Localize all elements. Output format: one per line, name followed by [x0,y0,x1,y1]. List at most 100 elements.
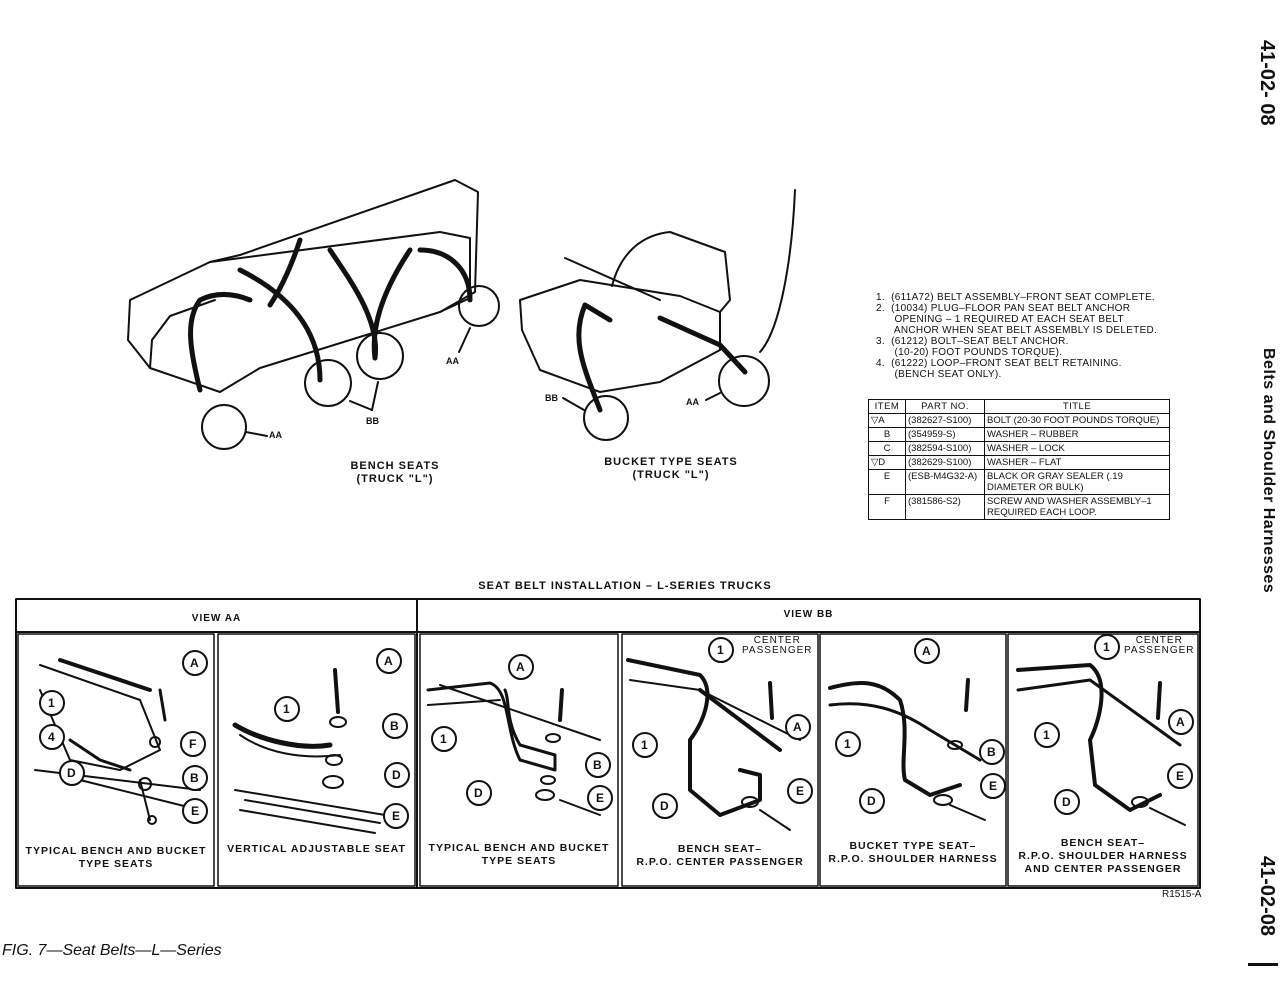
callout-a: A [190,656,199,670]
title-cell: BLACK OR GRAY SEALER (.19 DIAMETER OR BU… [984,469,1170,495]
parts-notes: 1. (611A72) BELT ASSEMBLY–FRONT SEAT COM… [876,292,1157,380]
header-part-no: PART NO. [905,399,985,414]
bucket-caption-line2: (TRUCK "L") [632,469,710,481]
figure-ref: R1515-A [1162,889,1202,900]
callout-bubbles [39,634,1194,829]
table-row: B (354959-S) WASHER – RUBBER [868,427,1170,442]
part-cell: (381586-S2) [905,494,985,520]
callout-d: D [660,799,669,813]
bench-seats-caption: BENCH SEATS (TRUCK "L") [340,460,450,486]
part-cell: (ESB-M4G32-A) [905,469,985,495]
bucket-seat-drawing [519,189,796,441]
callout-e: E [1176,769,1185,783]
callout-1: 1 [1103,640,1110,654]
callout-a: A [922,644,931,658]
section-title: Belts and Shoulder Harnesses [1260,348,1277,594]
part-cell: (382629-S100) [905,455,985,470]
installation-frame [15,598,1201,889]
table-row: C (382594-S100) WASHER – LOCK [868,441,1170,456]
callout-b: B [190,771,199,785]
callout-1: 1 [440,732,447,746]
view-aa-label: VIEW AA [191,613,242,624]
callout-e: E [392,809,401,823]
panel-1-drawing [34,658,201,825]
panel-3-drawing [426,681,601,816]
panel-caption-2: VERTICAL ADJUSTABLE SEAT [227,843,406,855]
callout-a: A [516,660,525,674]
note-line: (BENCH SEAT ONLY). [876,369,1002,380]
bench-seat-drawing [127,179,479,393]
note-line: (10-20) FOOT POUNDS TORQUE). [876,347,1063,358]
callout-a: A [1176,715,1185,729]
callout-1: 1 [48,696,55,710]
callout-f: F [189,737,197,751]
note-line: ANCHOR WHEN SEAT BELT ASSEMBLY IS DELETE… [876,325,1158,336]
bucket-bb-label: BB [545,393,558,403]
item-cell: B [868,427,906,442]
part-cell: (354959-S) [905,427,985,442]
title-cell: SCREW AND WASHER ASSEMBLY–1 REQUIRED EAC… [984,494,1170,520]
item-cell: ▽D [868,455,906,470]
installation-title: SEAT BELT INSTALLATION – L-SERIES TRUCKS [478,580,772,592]
note-line: 2. (10034) PLUG–FLOOR PAN SEAT BELT ANCH… [876,303,1131,314]
center-passenger-label: CENTER PASSENGER [742,635,813,656]
callout-d: D [474,786,483,800]
panel-caption-4: BENCH SEAT– R.P.O. CENTER PASSENGER [636,843,804,868]
table-row: ▽D (382629-S100) WASHER – FLAT [868,455,1170,470]
bucket-caption-line1: BUCKET TYPE SEATS [604,456,738,468]
callout-a: A [793,720,802,734]
table-row: F (381586-S2) SCREW AND WASHER ASSEMBLY–… [868,494,1170,520]
callout-1: 1 [1043,728,1050,742]
callout-1: 1 [283,702,290,716]
figure-caption: FIG. 7—Seat Belts—L—Series [2,942,222,959]
item-cell: E [868,469,906,495]
panel-caption-1: TYPICAL BENCH AND BUCKET TYPE SEATS [25,845,207,870]
view-bb-label: VIEW BB [783,609,834,620]
bench-callout-circles [201,285,500,450]
page-number-bottom: 41-02-08 [1256,856,1278,937]
bench-caption-line1: BENCH SEATS [350,460,440,472]
panel-caption-3: TYPICAL BENCH AND BUCKET TYPE SEATS [428,842,610,867]
title-cell: WASHER – RUBBER [984,427,1170,442]
callout-e: E [796,784,805,798]
title-cell: WASHER – FLAT [984,455,1170,470]
page-number-top: 41-02- 08 [1256,40,1278,126]
note-line: 1. (611A72) BELT ASSEMBLY–FRONT SEAT COM… [876,292,1156,303]
callout-4: 4 [48,730,55,744]
part-cell: (382627-S100) [905,413,985,428]
header-item: ITEM [868,399,906,414]
callout-1: 1 [717,643,724,657]
bench-aa-label-right: AA [446,356,459,366]
bench-caption-line2: (TRUCK "L") [356,473,434,485]
item-cell: F [868,494,906,520]
panel-6-drawing [1016,663,1186,826]
callout-d: D [1062,795,1071,809]
table-row: ▽A (382627-S100) BOLT (20-30 FOOT POUNDS… [868,413,1170,428]
item-cell: ▽A [868,413,906,428]
bottom-rule [1248,963,1278,966]
callout-d: D [67,766,76,780]
panel-caption-5: BUCKET TYPE SEAT– R.P.O. SHOULDER HARNES… [828,840,998,865]
header-title: TITLE [984,399,1170,414]
title-cell: BOLT (20-30 FOOT POUNDS TORQUE) [984,413,1170,428]
table-row: E (ESB-M4G32-A) BLACK OR GRAY SEALER (.1… [868,469,1170,495]
parts-table-header: ITEM PART NO. TITLE [868,399,1170,414]
panel-4-drawing [626,658,801,831]
panel-2-drawing [232,668,386,834]
part-cell: (382594-S100) [905,441,985,456]
bucket-aa-label: AA [686,397,699,407]
callout-a: A [384,654,393,668]
callout-b: B [987,745,996,759]
callout-b: B [390,719,399,733]
callout-e: E [191,804,200,818]
bench-bb-label: BB [366,416,379,426]
callout-d: D [867,794,876,808]
item-cell: C [868,441,906,456]
callout-d: D [392,768,401,782]
title-cell: WASHER – LOCK [984,441,1170,456]
callout-b: B [593,758,602,772]
parts-table: ITEM PART NO. TITLE ▽A (382627-S100) BOL… [868,399,1170,520]
callout-1: 1 [641,738,648,752]
panel-5-drawing [828,678,986,821]
